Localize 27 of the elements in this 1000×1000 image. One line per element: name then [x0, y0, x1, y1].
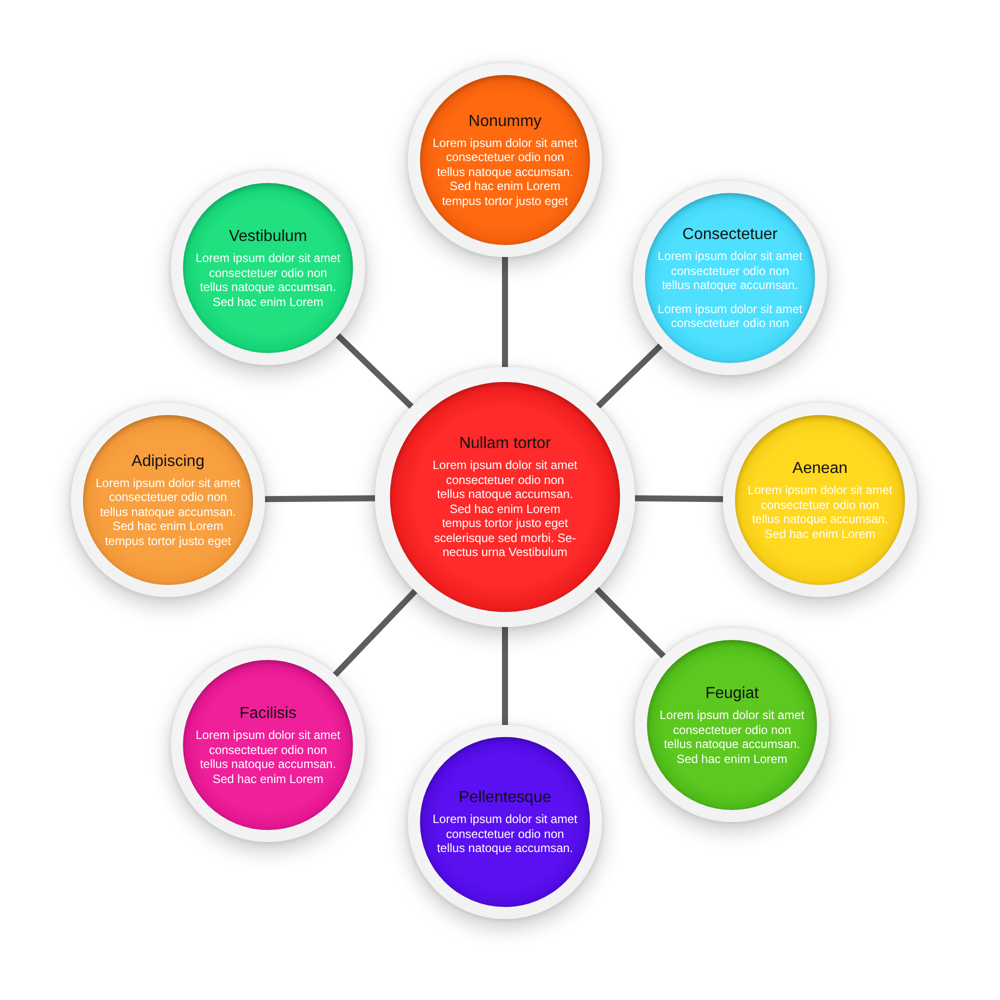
circle-title: Consectetuer	[682, 225, 778, 246]
circle-title: Nullam tortor	[459, 434, 551, 454]
circle-text: Lorem ipsum dolor sit amet consectetuer odio non tellus natoque accumsan. Sed hac enim Lorem	[195, 728, 341, 786]
circle-title: Pellentesque	[458, 788, 552, 808]
connector-line	[336, 333, 414, 409]
connector-line	[596, 344, 663, 408]
connector-line	[502, 257, 508, 367]
circle-title: Adipiscing	[132, 452, 204, 472]
connector-line	[594, 586, 666, 658]
circle-title: Feugiat	[705, 684, 759, 704]
connector-line	[634, 495, 724, 502]
circle-text: Lorem ipsum dolor sit amet consectetuer odio non	[657, 302, 803, 331]
circle-title: Aenean	[792, 459, 848, 479]
circle-text: Lorem ipsum dolor sit amet consectetuer odio non tellus natoque accumsan. Sed hac enim Lorem tempus tortor justo eget	[432, 136, 578, 208]
circle-text: Lorem ipsum dolor sit amet consectetuer odio non tellus natoque accumsan.	[432, 812, 578, 856]
circle-text: Lorem ipsum dolor sit amet consectetuer odio non tellus natoque accumsan. Sed hac enim Lorem	[659, 708, 805, 766]
connector-line	[332, 588, 418, 677]
circle-text: Lorem ipsum dolor sit amet consectetuer odio non tellus natoque accumsan. Sed hac enim Lorem	[195, 251, 341, 309]
circle-title: Nonummy	[468, 112, 542, 132]
connector-line	[264, 495, 376, 502]
circle-text: Lorem ipsum dolor sit amet consectetuer odio non tellus natoque accumsan. Sed hac enim Lorem tempus tortor justo eget scelerisque sed morbi. Se- nectus urna Vestibulum	[432, 458, 578, 560]
circle-text: Lorem ipsum dolor sit amet consectetuer odio non tellus natoque accumsan.	[657, 249, 803, 293]
connector-line	[502, 627, 508, 725]
circle-text: Lorem ipsum dolor sit amet consectetuer odio non tellus natoque accumsan. Sed hac enim Lorem	[747, 483, 893, 541]
circle-text: Lorem ipsum dolor sit amet consectetuer odio non tellus natoque accumsan. Sed hac enim Lorem tempus tortor justo eget	[95, 476, 241, 548]
circle-title: Vestibulum	[228, 227, 308, 247]
circle-title: Facilisis	[240, 704, 296, 724]
